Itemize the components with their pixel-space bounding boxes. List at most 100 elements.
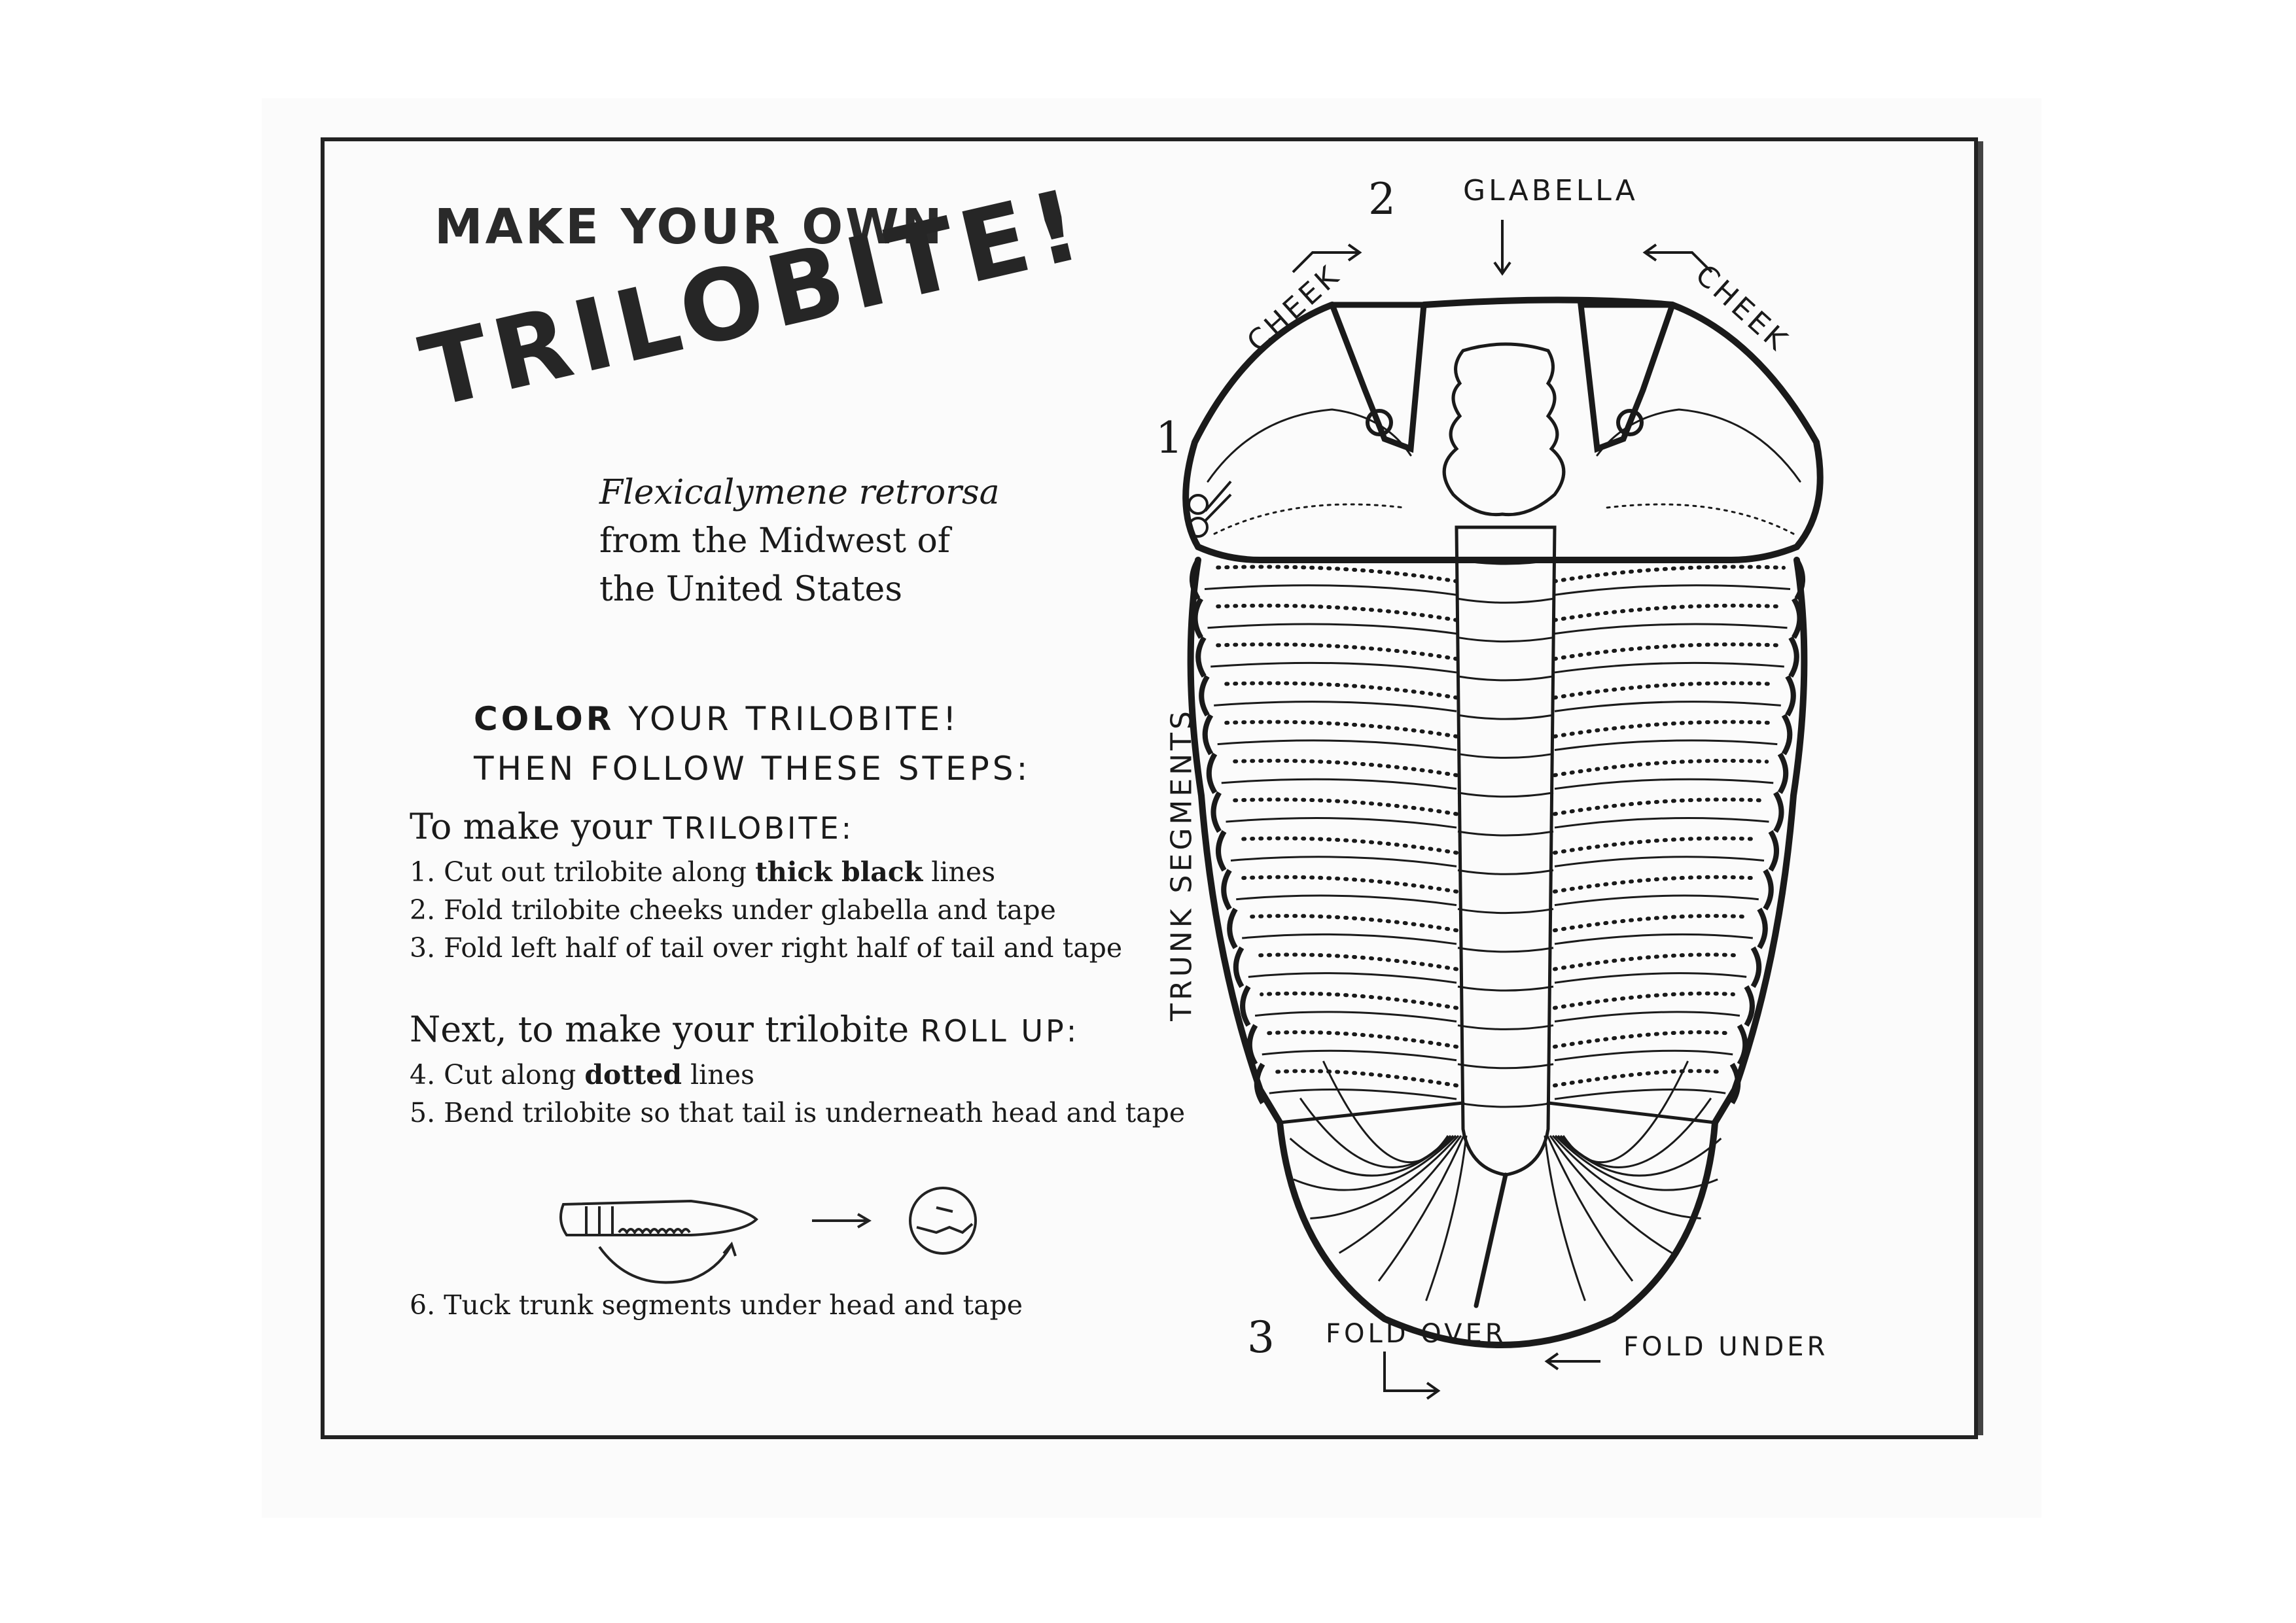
pygidium-outline bbox=[1277, 1119, 1718, 1348]
title-line-1: MAKE YOUR OWN bbox=[434, 199, 945, 255]
make-steps: To make your TRILOBITE: 1. Cut out trilo… bbox=[410, 802, 1122, 967]
species-scientific-name: Flexicalymene retrorsa bbox=[599, 473, 1000, 512]
pleural-furrow bbox=[1554, 739, 1778, 751]
diagram-number-3: 3 bbox=[1247, 1312, 1275, 1363]
dotted-cut-line bbox=[1553, 952, 1742, 971]
axial-ring bbox=[1457, 675, 1554, 682]
cheek-notch-right bbox=[1577, 302, 1676, 453]
trilobite-diagram bbox=[1182, 220, 1824, 1400]
segment-edge bbox=[1737, 1024, 1748, 1066]
segment-edge bbox=[1729, 1062, 1741, 1105]
glabella-outline bbox=[1442, 342, 1566, 517]
axial-ring bbox=[1457, 830, 1554, 837]
segment-edge bbox=[1210, 791, 1222, 833]
step-2: 2. Fold trilobite cheeks under glabella … bbox=[410, 894, 1056, 926]
tail-rib bbox=[1554, 1134, 1718, 1191]
pleural-furrow bbox=[1554, 1049, 1733, 1062]
segment-edge bbox=[1202, 714, 1214, 756]
pleural-furrow bbox=[1210, 661, 1457, 674]
axial-ring bbox=[1457, 792, 1554, 798]
axial-ring bbox=[1457, 947, 1554, 953]
thorax-outline bbox=[1187, 557, 1808, 1126]
axial-ring bbox=[1457, 1063, 1554, 1070]
pleural-furrow bbox=[1269, 1089, 1457, 1100]
dotted-cut-line bbox=[1235, 836, 1458, 855]
segment-edge bbox=[1785, 674, 1796, 717]
roll-up-illustration bbox=[559, 1187, 977, 1284]
segment-edge bbox=[1199, 674, 1210, 717]
axial-ring bbox=[1457, 559, 1554, 565]
dotted-cut-line bbox=[1246, 914, 1458, 933]
tail-rib bbox=[1322, 1060, 1449, 1163]
pleural-furrow bbox=[1554, 933, 1753, 945]
step-4: 4. Cut along dotted lines bbox=[410, 1059, 754, 1091]
segment-edge bbox=[1791, 597, 1803, 639]
segment-edge bbox=[1768, 829, 1779, 872]
segment-edge bbox=[1221, 869, 1232, 911]
tail-rib bbox=[1549, 1135, 1673, 1254]
dotted-cut-line bbox=[1553, 720, 1773, 739]
pleural-furrow bbox=[1217, 739, 1457, 751]
pleural-furrow bbox=[1554, 701, 1781, 712]
segment-edge bbox=[1781, 714, 1793, 756]
tail-rib bbox=[1425, 1135, 1468, 1301]
pleural-furrow bbox=[1262, 1049, 1457, 1062]
tail-rib bbox=[1551, 1134, 1701, 1219]
pleural-furrow bbox=[1554, 661, 1784, 674]
segment-edge bbox=[1788, 636, 1799, 678]
segment-edge bbox=[1777, 752, 1789, 794]
pleural-furrow bbox=[1207, 623, 1457, 635]
label-trunk-segments: TRUNK SEGMENTS bbox=[1165, 708, 1199, 1021]
tail-rib bbox=[1293, 1134, 1457, 1191]
tail-rib bbox=[1377, 1135, 1465, 1282]
dotted-cut-line bbox=[1241, 875, 1458, 894]
dotted-cut-line bbox=[1553, 797, 1765, 816]
dotted-cut-line bbox=[1218, 681, 1458, 700]
dotted-cut-line bbox=[1553, 1030, 1729, 1049]
diagram-number-1: 1 bbox=[1156, 413, 1183, 463]
dotted-cut-line bbox=[1553, 642, 1780, 661]
dotted-cut-line bbox=[1553, 836, 1759, 855]
axial-ring bbox=[1457, 1024, 1554, 1030]
segment-edge bbox=[1192, 597, 1204, 639]
dotted-cut-line bbox=[1215, 642, 1458, 661]
pleural-furrow bbox=[1554, 1089, 1726, 1100]
species-block: Flexicalymene retrorsa from the Midwest … bbox=[599, 468, 1000, 614]
pleural-furrow bbox=[1214, 701, 1457, 712]
pleural-furrow bbox=[1554, 816, 1769, 829]
species-origin-line-2: the United States bbox=[599, 570, 902, 609]
label-fold-over: FOLD OVER bbox=[1326, 1319, 1507, 1349]
step-6: 6. Tuck trunk segments under head and ta… bbox=[410, 1289, 1023, 1321]
segment-edge bbox=[1254, 1062, 1265, 1105]
axial-ring bbox=[1457, 714, 1554, 720]
dotted-cut-line bbox=[1553, 681, 1776, 700]
segment-edge bbox=[1206, 752, 1218, 794]
then-follow-line: THEN FOLLOW THESE STEPS: bbox=[474, 750, 1031, 788]
step-5: 5. Bend trilobite so that tail is undern… bbox=[410, 1097, 1186, 1128]
segment-edge bbox=[1216, 829, 1227, 872]
color-bold-word: COLOR bbox=[474, 700, 615, 738]
axial-ring bbox=[1457, 908, 1554, 915]
dotted-cut-line bbox=[1553, 991, 1735, 1010]
segment-edge bbox=[1246, 1024, 1258, 1066]
dotted-cut-line bbox=[1212, 603, 1458, 622]
species-origin-line-1: from the Midwest of bbox=[599, 521, 951, 561]
pleural-furrow bbox=[1554, 778, 1774, 790]
pleural-furrow bbox=[1554, 1011, 1740, 1022]
worksheet-frame: MAKE YOUR OWN TRILOBITE! Flexicalymene r… bbox=[321, 137, 1983, 1439]
dotted-cut-line bbox=[1553, 875, 1754, 894]
axial-ring bbox=[1457, 752, 1554, 759]
segment-edge bbox=[1750, 946, 1762, 988]
dotted-cut-line bbox=[1553, 565, 1786, 584]
segment-edge bbox=[1240, 985, 1251, 1027]
axial-ring bbox=[1457, 597, 1554, 604]
tail-rib bbox=[1546, 1135, 1634, 1282]
label-glabella: GLABELLA bbox=[1463, 174, 1638, 207]
tail-rib bbox=[1338, 1135, 1462, 1254]
segment-edge bbox=[1773, 791, 1784, 833]
dotted-cut-line bbox=[1260, 991, 1458, 1010]
dotted-cut-line bbox=[1553, 758, 1769, 778]
label-fold-under: FOLD UNDER bbox=[1623, 1332, 1829, 1362]
segment-edge bbox=[1190, 558, 1201, 601]
pleural-furrow bbox=[1236, 894, 1457, 907]
